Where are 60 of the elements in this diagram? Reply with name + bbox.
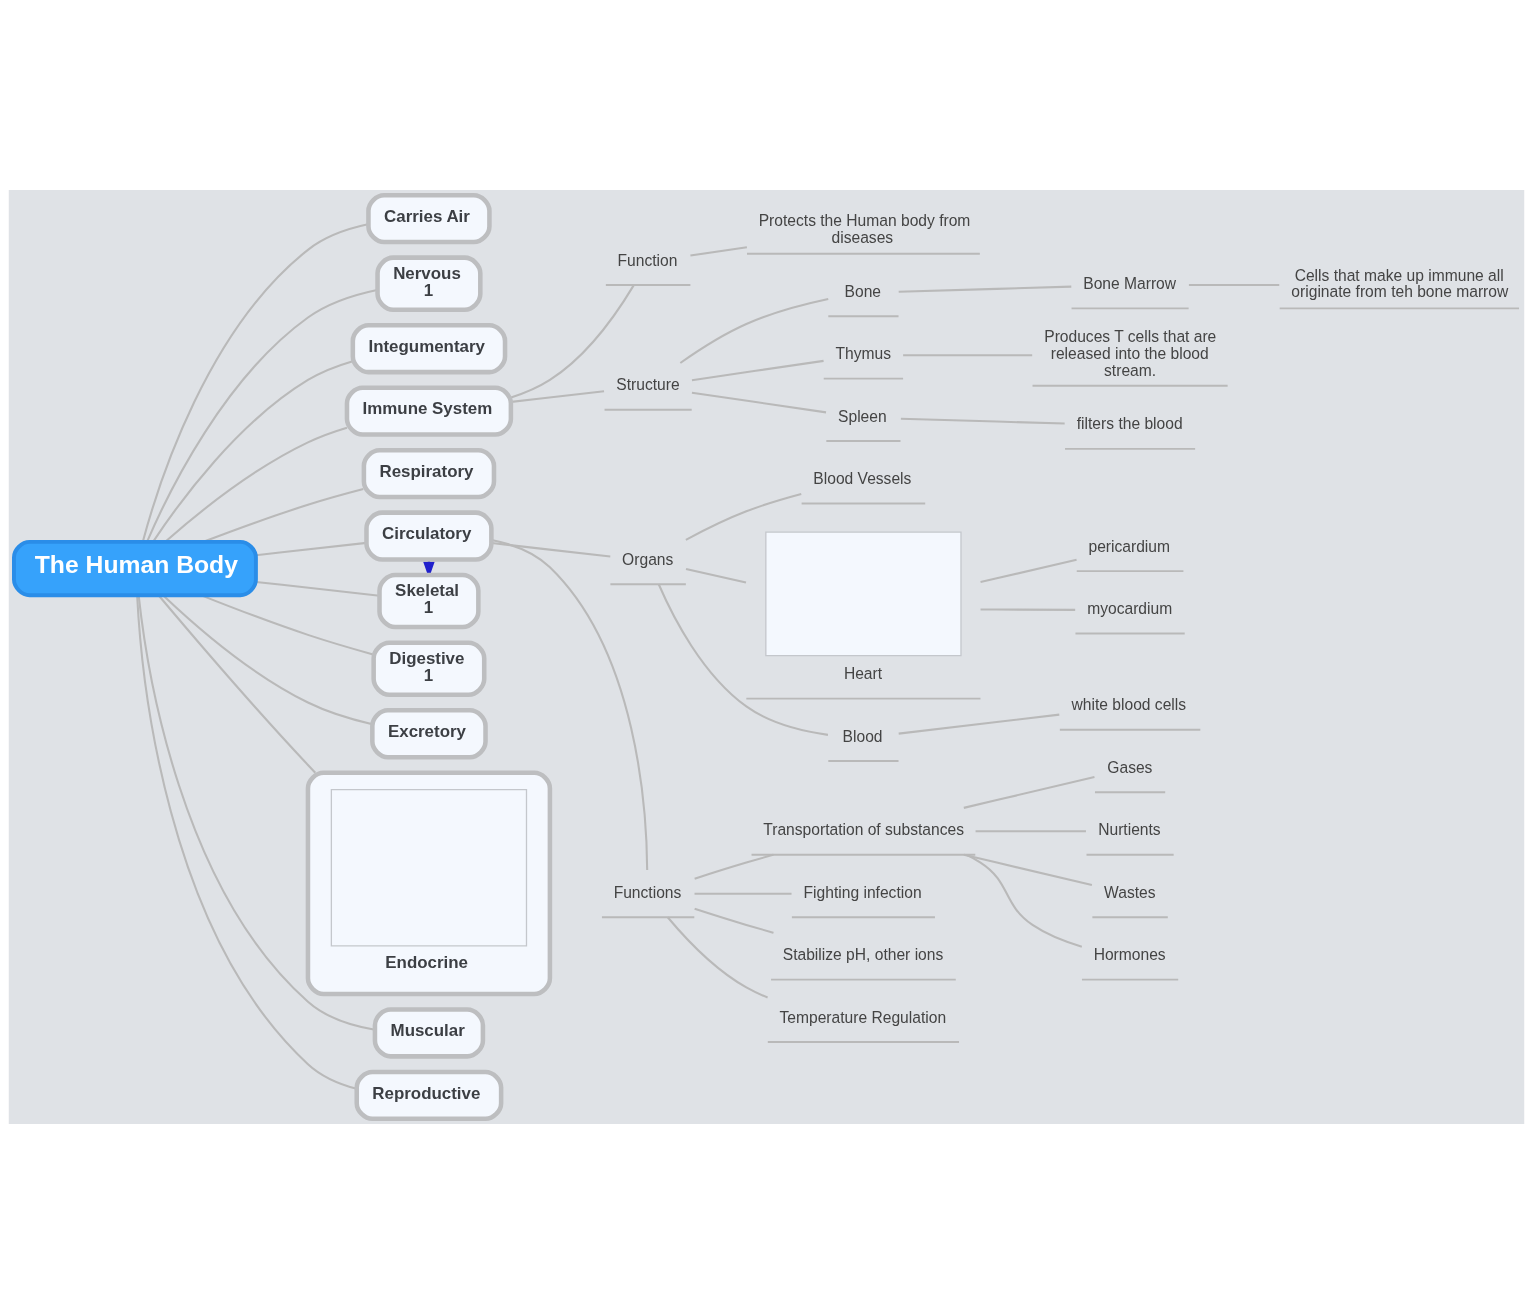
connector	[694, 853, 774, 880]
connector	[657, 583, 829, 736]
connector	[510, 284, 635, 398]
connector	[966, 853, 1083, 948]
connector	[1188, 283, 1280, 286]
node-text: Nurtients	[1098, 820, 1161, 838]
connector	[685, 567, 747, 584]
node-text: Organs	[622, 550, 674, 568]
node-box: Reproductive	[354, 1069, 504, 1121]
node-text: Blood Vessels	[813, 469, 912, 487]
connector	[666, 916, 768, 998]
node-text: Cells that make up immune all originate from teh bone marrow	[1291, 266, 1509, 300]
node-box: Digestive 1	[371, 639, 487, 697]
node-box: Immune System	[344, 384, 514, 437]
connector	[685, 492, 802, 541]
node-text: Hormones	[1093, 945, 1166, 963]
node-text: Structure	[616, 375, 680, 393]
connector	[691, 359, 824, 381]
node-text: filters the blood	[1076, 414, 1183, 432]
node-text: Produces T cells that are released into the blood stream.	[1044, 327, 1217, 379]
node-text: Protects the Human body from diseases	[758, 211, 971, 246]
connector	[691, 391, 827, 413]
node-box: Nervous 1	[375, 254, 483, 312]
node-text: Thymus	[835, 344, 891, 362]
node-text: Fighting infection	[803, 883, 922, 901]
connector	[898, 713, 1060, 735]
node-text: Functions	[613, 883, 682, 901]
node-box: Endocrine	[305, 770, 553, 996]
connector	[690, 245, 748, 257]
node-box: Integumentary	[350, 322, 508, 374]
connector	[694, 892, 792, 895]
connector	[963, 775, 1095, 809]
node-text: white blood cells	[1071, 695, 1187, 713]
connector	[900, 417, 1065, 425]
node-text: myocardium	[1087, 599, 1173, 617]
node-box: Muscular	[372, 1006, 486, 1059]
connector	[903, 353, 1033, 356]
node-box: Skeletal 1	[377, 572, 481, 629]
node-text: Spleen	[838, 407, 887, 425]
node-box: Excretory	[370, 707, 488, 759]
node-box: Respiratory	[361, 447, 497, 499]
node-text: Bone	[844, 282, 882, 300]
connector	[511, 389, 605, 403]
connector	[975, 829, 1086, 832]
node-text: Transportation of substances	[763, 820, 964, 838]
node-box: Carries Air	[366, 192, 492, 244]
node-text: Blood	[842, 727, 883, 745]
node-text: Bone Marrow	[1083, 274, 1177, 292]
connector	[898, 285, 1072, 293]
node-text: Gases	[1107, 758, 1153, 776]
node-text: Wastes	[1104, 883, 1156, 901]
node-box: The Human Body	[12, 539, 258, 597]
connector	[980, 558, 1077, 583]
connector	[980, 607, 1076, 611]
node-text: Function	[617, 251, 678, 269]
connector	[694, 907, 774, 934]
connector	[679, 297, 829, 364]
node-text: Stabilize pH, other ions	[782, 945, 944, 963]
node-text: Temperature Regulation	[779, 1008, 947, 1026]
node-text: pericardium	[1088, 537, 1170, 555]
